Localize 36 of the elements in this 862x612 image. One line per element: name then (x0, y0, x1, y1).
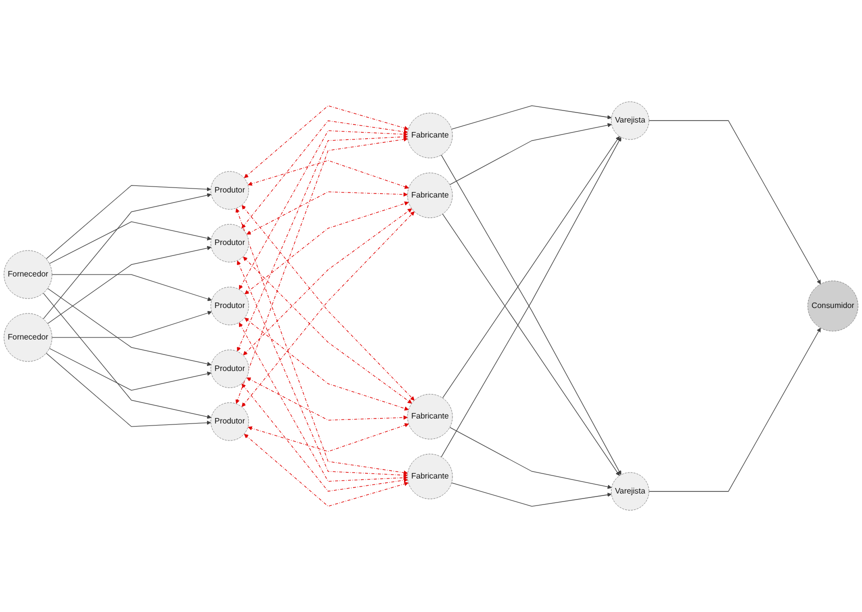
arrow (449, 123, 612, 186)
arrow (449, 426, 612, 489)
arrow (49, 348, 212, 391)
arrow (236, 137, 408, 404)
arrow (42, 193, 212, 320)
arrow (248, 160, 409, 189)
arrow (648, 328, 821, 492)
arrow (52, 274, 212, 302)
arrow (236, 208, 408, 475)
arrow (451, 105, 612, 130)
arrow (46, 185, 212, 260)
arrow (242, 120, 408, 228)
arrow (238, 130, 408, 290)
arrow (442, 136, 620, 398)
arrow (246, 377, 408, 420)
arrow (243, 208, 412, 356)
arrow (243, 256, 412, 404)
arrow (47, 246, 212, 324)
arrow (442, 214, 620, 476)
arrow (244, 201, 409, 294)
arrow (236, 260, 408, 478)
arrow (238, 322, 408, 482)
arrow (242, 384, 408, 492)
arrow (52, 310, 212, 338)
arrow (244, 105, 409, 178)
arrow (244, 318, 409, 411)
arrow (49, 221, 212, 264)
arrow (42, 292, 212, 419)
arrow (248, 423, 409, 452)
arrow (246, 192, 408, 235)
arrow (451, 482, 612, 507)
arrow (46, 352, 212, 427)
arrow (47, 288, 212, 366)
arrow (236, 134, 408, 352)
arrow (648, 120, 821, 284)
arrow (244, 434, 409, 507)
